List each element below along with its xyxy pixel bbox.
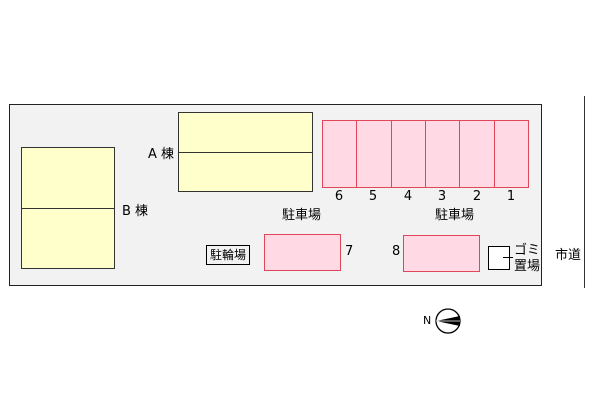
building-b-label: B 棟 bbox=[122, 204, 149, 219]
garbage-label-line1: ゴミ bbox=[514, 243, 541, 258]
parking-slot-7 bbox=[264, 234, 341, 271]
building-b-divider bbox=[22, 208, 114, 209]
parking-slot-8 bbox=[403, 235, 480, 272]
parking-slot-6 bbox=[323, 121, 358, 187]
building-a-divider bbox=[179, 152, 312, 153]
garbage-area-box bbox=[488, 246, 510, 270]
parking-number-7: 7 bbox=[345, 244, 354, 259]
parking-slot-5 bbox=[357, 121, 392, 187]
city-road-label: 市道 bbox=[555, 248, 582, 263]
parking-number-3: 3 bbox=[437, 189, 447, 204]
parking-number-1: 1 bbox=[506, 189, 516, 204]
garbage-area-line bbox=[503, 257, 513, 258]
bicycle-parking-label: 駐輪場 bbox=[206, 245, 251, 265]
parking-number-5: 5 bbox=[368, 189, 378, 204]
parking-slot-1 bbox=[494, 121, 528, 187]
parking-slot-4 bbox=[391, 121, 426, 187]
parking-number-4: 4 bbox=[403, 189, 413, 204]
parking-slot-3 bbox=[425, 121, 461, 187]
compass-north-label: N bbox=[423, 314, 432, 327]
parking-row bbox=[322, 120, 529, 188]
parking-number-8: 8 bbox=[392, 244, 401, 259]
parking-number-6: 6 bbox=[334, 189, 344, 204]
compass-icon bbox=[435, 308, 461, 334]
parking-slot-2 bbox=[460, 121, 495, 187]
parking-number-2: 2 bbox=[472, 189, 482, 204]
garbage-label-line2: 置場 bbox=[514, 259, 541, 274]
building-b bbox=[21, 147, 115, 269]
parking-label-left: 駐車場 bbox=[282, 208, 322, 223]
road-boundary-line bbox=[584, 96, 585, 288]
building-a-label: A 棟 bbox=[148, 147, 175, 162]
parking-label-right: 駐車場 bbox=[435, 208, 475, 223]
building-a bbox=[178, 112, 313, 192]
